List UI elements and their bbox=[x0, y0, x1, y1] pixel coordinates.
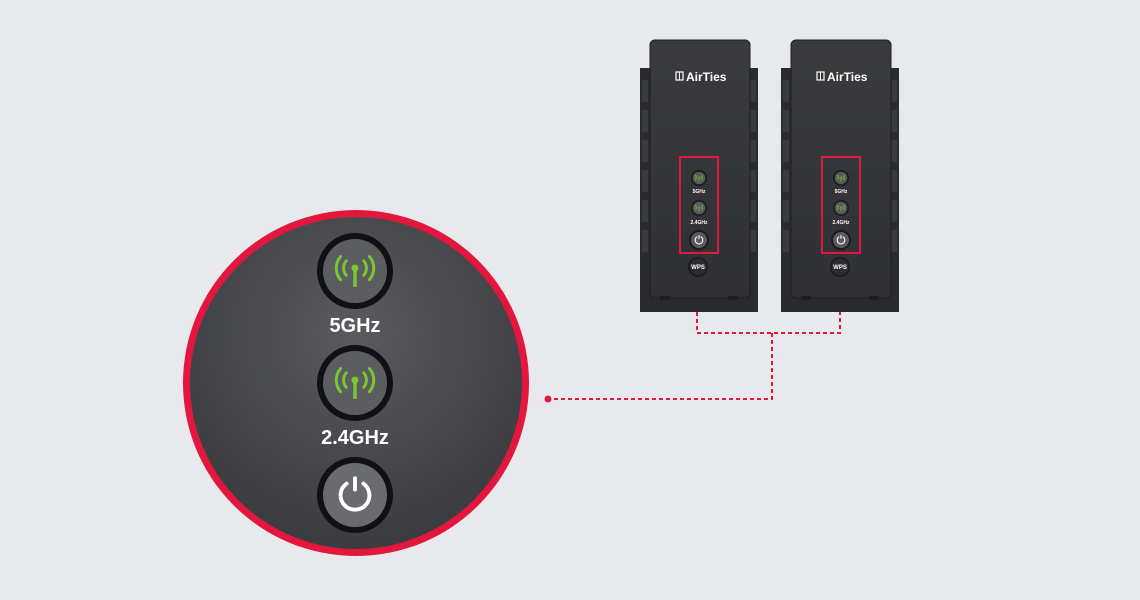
led-label-24ghz: 2.4GHz bbox=[691, 220, 708, 226]
led-label-24ghz: 2.4GHz bbox=[833, 220, 850, 226]
airties-logo-icon bbox=[675, 71, 684, 81]
led-24ghz bbox=[833, 200, 849, 216]
led-highlight-box bbox=[679, 156, 719, 254]
led-label-5ghz: 5GHz bbox=[693, 189, 706, 195]
led-power bbox=[689, 230, 709, 250]
wps-label: WPS bbox=[833, 265, 847, 271]
led-5ghz bbox=[833, 170, 849, 186]
led-5ghz bbox=[691, 170, 707, 186]
device-brand: AirTies bbox=[686, 70, 727, 84]
device-right: AirTies 5GHz 2.4GHz WPS bbox=[781, 39, 899, 312]
wps-label: WPS bbox=[691, 265, 705, 271]
led-zoom-callout: 5GHz 2.4GHz bbox=[183, 210, 529, 556]
zoom-led-5ghz bbox=[317, 233, 393, 309]
wps-button[interactable]: WPS bbox=[830, 257, 850, 277]
wps-button[interactable]: WPS bbox=[688, 257, 708, 277]
device-brand: AirTies bbox=[827, 70, 868, 84]
led-label-5ghz: 5GHz bbox=[835, 189, 848, 195]
led-24ghz bbox=[691, 200, 707, 216]
airties-logo-icon bbox=[816, 71, 825, 81]
led-highlight-box bbox=[821, 156, 861, 254]
device-left: AirTies 5GHz 2.4GHz WPS bbox=[640, 39, 758, 312]
device-body bbox=[790, 39, 892, 299]
zoom-label-5ghz: 5GHz bbox=[329, 315, 380, 337]
zoom-label-24ghz: 2.4GHz bbox=[321, 427, 389, 449]
zoom-led-power bbox=[317, 457, 393, 533]
zoom-led-24ghz bbox=[317, 345, 393, 421]
device-body bbox=[649, 39, 751, 299]
led-power bbox=[831, 230, 851, 250]
